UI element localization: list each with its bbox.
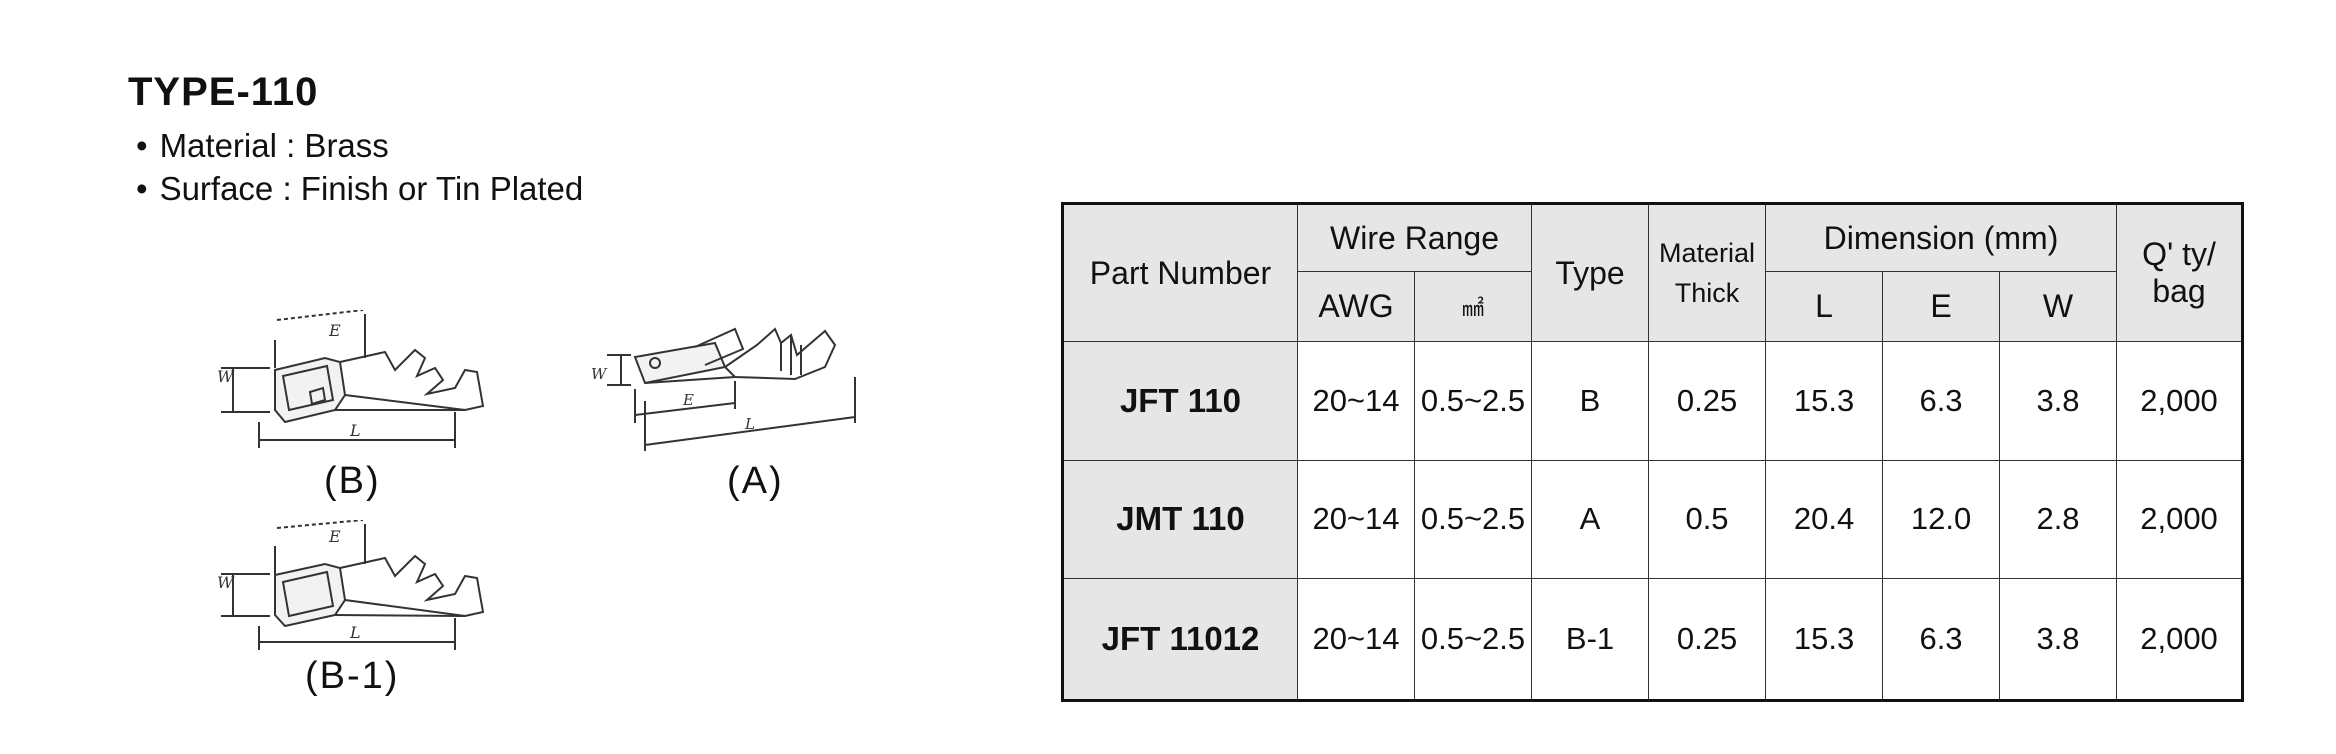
cell-w: 3.8 — [1999, 341, 2118, 461]
cell-thick: 0.25 — [1648, 578, 1767, 701]
cell-qty: 2,000 — [2116, 459, 2244, 580]
caption-a: (A) — [727, 460, 784, 502]
cell-l: 15.3 — [1765, 341, 1884, 461]
cell-w: 3.8 — [1999, 578, 2118, 701]
terminal-drawing-a: W E L — [585, 305, 875, 455]
cell-type: B — [1531, 341, 1650, 461]
header-part-number: Part Number — [1062, 203, 1298, 342]
header-e: E — [1882, 271, 2001, 342]
header-w: W — [1999, 271, 2118, 342]
header-material-thick: Material Thick — [1648, 203, 1767, 342]
cell-part-number: JMT 110 — [1062, 459, 1298, 580]
cell-w: 2.8 — [1999, 459, 2118, 580]
table-row: JMT 110 20~14 0.5~2.5 A 0.5 20.4 12.0 2.… — [1062, 459, 2244, 580]
dim-label-e-b1: E — [328, 527, 341, 546]
cell-mm2: 0.5~2.5 — [1413, 459, 1533, 580]
header-qty: Q' ty/ — [2142, 236, 2216, 272]
table-row: JFT 11012 20~14 0.5~2.5 B-1 0.25 15.3 6.… — [1062, 578, 2244, 701]
cell-type: A — [1531, 459, 1650, 580]
product-title: TYPE-110 — [128, 70, 319, 114]
spec-material: Material : Brass — [136, 124, 583, 167]
cell-awg: 20~14 — [1297, 341, 1415, 461]
dim-label-l-b1: L — [349, 623, 361, 642]
cell-type: B-1 — [1531, 578, 1650, 701]
cell-e: 6.3 — [1882, 341, 2001, 461]
dim-label-e-a: E — [682, 391, 694, 409]
dim-label-w: W — [217, 367, 235, 386]
cell-l: 15.3 — [1765, 578, 1884, 701]
dim-label-l-a: L — [744, 415, 755, 433]
cell-qty: 2,000 — [2116, 341, 2244, 461]
cell-part-number: JFT 11012 — [1062, 578, 1298, 701]
spec-surface: Surface : Finish or Tin Plated — [136, 167, 584, 210]
cell-thick: 0.5 — [1648, 459, 1767, 580]
header-l: L — [1765, 271, 1884, 342]
header-bag: bag — [2152, 273, 2206, 309]
cell-e: 12.0 — [1882, 459, 2001, 580]
header-mm2: ㎟ — [1413, 271, 1533, 342]
cell-l: 20.4 — [1765, 459, 1884, 580]
spec-list: Material : Brass Surface : Finish or Tin… — [136, 124, 584, 210]
dim-label-l: L — [349, 421, 361, 440]
cell-thick: 0.25 — [1648, 341, 1767, 461]
cell-qty: 2,000 — [2116, 578, 2244, 701]
terminal-drawing-b: W E L — [215, 310, 515, 460]
cell-awg: 20~14 — [1297, 459, 1415, 580]
table-row: JFT 110 20~14 0.5~2.5 B 0.25 15.3 6.3 3.… — [1062, 341, 2244, 461]
cell-part-number: JFT 110 — [1062, 341, 1298, 461]
cell-e: 6.3 — [1882, 578, 2001, 701]
header-wire-range: Wire Range — [1296, 203, 1533, 272]
terminal-drawing-b1: W E L — [215, 520, 515, 660]
spec-table: Part Number Wire Range Type Material Thi… — [1061, 202, 2245, 702]
cell-awg: 20~14 — [1297, 578, 1415, 701]
dim-label-w-b1: W — [217, 573, 235, 592]
header-awg: AWG — [1297, 271, 1415, 342]
caption-b: (B) — [324, 460, 381, 502]
header-qty-bag: Q' ty/ bag — [2116, 203, 2244, 342]
header-type: Type — [1531, 203, 1650, 342]
cell-mm2: 0.5~2.5 — [1413, 578, 1533, 701]
cell-mm2: 0.5~2.5 — [1413, 341, 1533, 461]
dim-label-e: E — [328, 321, 341, 340]
header-thick: Thick — [1674, 278, 1740, 308]
dim-label-w-a: W — [591, 365, 608, 383]
header-material: Material — [1659, 238, 1756, 268]
header-dimension: Dimension (mm) — [1765, 203, 2118, 272]
caption-b1: (B-1) — [305, 655, 400, 697]
